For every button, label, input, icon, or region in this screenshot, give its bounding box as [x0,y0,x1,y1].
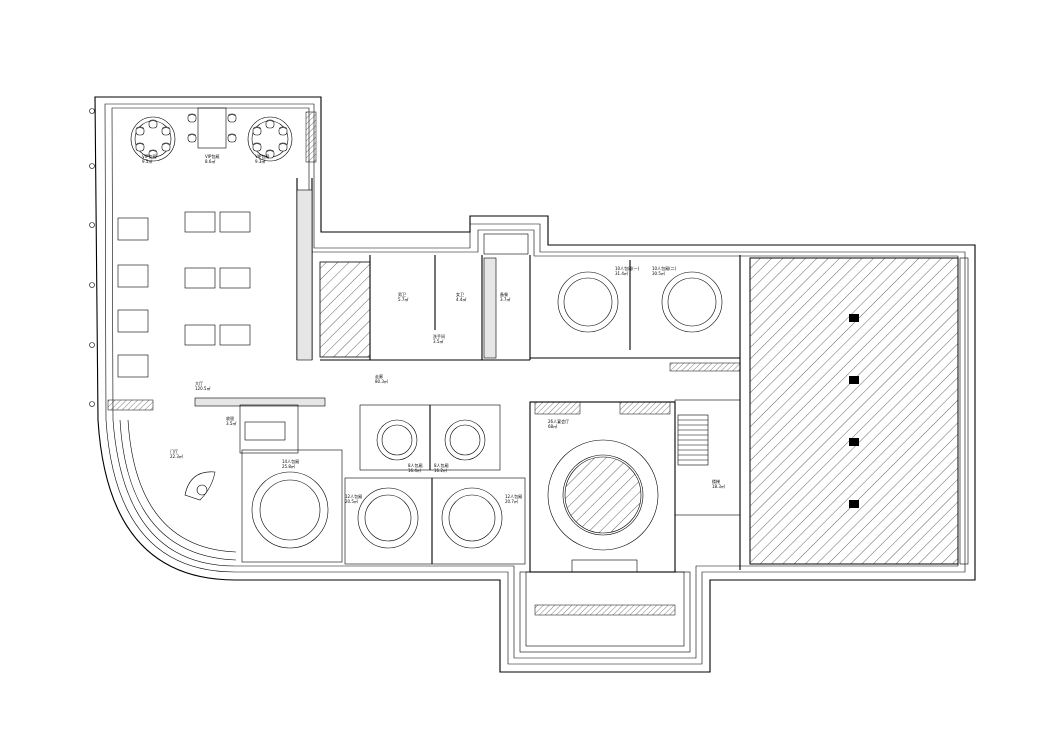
table-private4 [376,419,418,461]
svg-text:12人包厢: 12人包厢 [505,493,522,499]
svg-text:26人宴会厅: 26人宴会厅 [548,418,569,424]
svg-text:8.6㎡: 8.6㎡ [205,158,215,164]
svg-text:12人包厢: 12人包厢 [345,493,362,499]
svg-text:16.4㎡: 16.4㎡ [408,467,421,473]
svg-text:20.5㎡: 20.5㎡ [345,498,358,504]
room-label-toilet-f: 女卫4.4㎡ [456,291,466,302]
table-private5 [444,419,486,461]
svg-text:9.5㎡: 9.5㎡ [142,158,152,164]
table-private3 [251,471,329,549]
table-private1 [557,271,619,333]
svg-text:120.5㎡: 120.5㎡ [195,385,210,391]
svg-text:22.3㎡: 22.3㎡ [170,453,183,459]
table-private2 [661,271,723,333]
room-label-private2: 10人包厢(二)30.5㎡ [652,265,677,276]
svg-text:18.3㎡: 18.3㎡ [712,483,725,489]
svg-text:3.5㎡: 3.5㎡ [226,420,236,426]
room-label-private1: 10人包厢(一)31.4㎡ [615,265,640,276]
table-vip2 [187,107,237,149]
entrance-feature [184,471,216,501]
svg-text:4.4㎡: 4.4㎡ [456,296,466,302]
svg-text:31.4㎡: 31.4㎡ [615,270,628,276]
svg-text:VIP包厢: VIP包厢 [142,153,156,159]
svg-text:男卫: 男卫 [398,292,406,297]
interior-walls [194,178,741,573]
svg-text:8人包厢: 8人包厢 [408,462,423,468]
svg-text:9.3㎡: 9.3㎡ [255,158,265,164]
room-label-pantry: 备餐3.7㎡ [500,291,510,302]
svg-text:80.3㎡: 80.3㎡ [375,378,388,384]
svg-text:10人包厢(一): 10人包厢(一) [615,265,640,271]
svg-text:VIP包厢: VIP包厢 [205,153,219,159]
svg-text:68㎡: 68㎡ [548,423,557,429]
table-banquet [547,439,659,573]
svg-text:3.7㎡: 3.7㎡ [500,296,510,302]
svg-text:门厅: 门厅 [170,448,178,454]
table-private6 [357,487,419,549]
svg-text:楼梯: 楼梯 [712,478,720,484]
room-label-toilet-m: 男卫5.7㎡ [398,292,408,302]
table-vip3 [247,116,293,162]
svg-text:收银: 收银 [226,415,234,421]
table-vip1 [130,116,176,162]
outer-walls [94,96,976,673]
svg-text:5.7㎡: 5.7㎡ [398,296,408,302]
hall-tables [117,211,286,441]
svg-text:女卫: 女卫 [456,291,464,297]
staircase [677,414,709,466]
window-markers [89,108,95,407]
svg-text:30.5㎡: 30.5㎡ [652,270,665,276]
svg-text:8人包厢: 8人包厢 [434,462,449,468]
hatched-annex [749,257,969,565]
table-private7 [441,487,503,549]
svg-text:洗手间: 洗手间 [433,333,445,339]
svg-text:VIP包厢: VIP包厢 [255,153,269,159]
svg-text:10人包厢(二): 10人包厢(二) [652,265,677,271]
svg-text:14人包厢: 14人包厢 [282,458,299,464]
svg-text:25.8㎡: 25.8㎡ [282,463,295,469]
wall-hatches [107,111,741,616]
svg-text:20.7㎡: 20.7㎡ [505,498,518,504]
room-label-cashier: 收银3.5㎡ [226,415,236,426]
svg-text:备餐: 备餐 [500,291,508,297]
svg-text:16.2㎡: 16.2㎡ [434,467,447,473]
svg-text:走廊: 走廊 [375,373,383,379]
svg-text:大厅: 大厅 [195,380,203,386]
svg-text:3.5㎡: 3.5㎡ [433,338,443,344]
